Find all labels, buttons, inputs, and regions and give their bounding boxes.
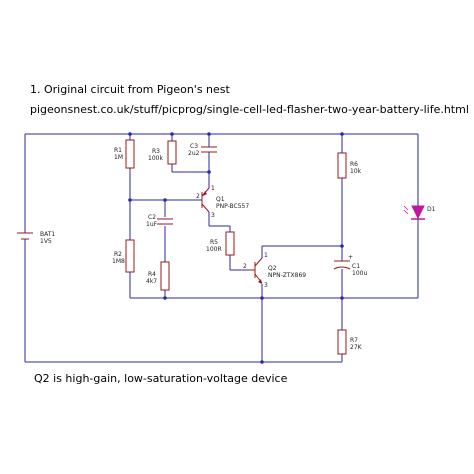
q1-pin-base: 2 (196, 193, 200, 200)
r4-value: 4k7 (146, 278, 157, 285)
junction-dot (340, 296, 344, 300)
resistor-r7: R7 27K (337, 329, 363, 355)
resistor-r2: R2 1M8 (112, 239, 135, 273)
q2-value: NPN-ZTX869 (268, 272, 306, 279)
transistor-q2: 2 1 3 Q2 NPN-ZTX869 (243, 252, 306, 289)
r7-value: 27K (350, 344, 363, 351)
r5-value: 100R (206, 246, 222, 253)
q2-pin-base: 2 (243, 263, 247, 270)
junction-dot (340, 244, 344, 248)
c3-value: 2u2 (188, 150, 200, 157)
device-note: Q2 is high-gain, low-saturation-voltage … (34, 372, 288, 385)
c2-value: 1uF (146, 221, 158, 228)
r6-ref: R6 (350, 161, 358, 168)
r3-ref: R3 (152, 148, 160, 155)
r1-value: 1M (114, 154, 123, 161)
c1-value: 100u (352, 270, 367, 277)
c2-ref: C2 (148, 214, 156, 221)
q1-pin-collector: 3 (211, 212, 215, 219)
r7-ref: R7 (350, 337, 358, 344)
q2-ref: Q2 (268, 265, 277, 272)
junctions (128, 132, 344, 364)
r5-ref: R5 (210, 239, 218, 246)
c1-plus: + (348, 254, 353, 261)
capacitor-c3: C3 2u2 (188, 143, 217, 160)
junction-dot (207, 170, 211, 174)
resistor-r1: R1 1M (114, 139, 135, 169)
junction-dot (163, 296, 167, 300)
resistor-r4: R4 4k7 (146, 261, 170, 291)
bat1-ref: BAT1 (40, 231, 55, 238)
junction-dot (260, 296, 264, 300)
d1-ref: D1 (427, 206, 436, 213)
q1-value: PNP-BC557 (216, 203, 249, 210)
q2-pin-collector: 1 (264, 252, 268, 259)
q1-pin-emitter: 1 (211, 185, 215, 192)
junction-dot (207, 132, 211, 136)
page-title: 1. Original circuit from Pigeon's nest (30, 83, 230, 96)
c1-ref: C1 (352, 263, 360, 270)
capacitor-c1: + C1 100u (333, 254, 367, 277)
c3-ref: C3 (190, 143, 198, 150)
battery-bat1: BAT1 1V5 (17, 229, 55, 246)
junction-dot (128, 198, 132, 202)
source-url: pigeonsnest.co.uk/stuff/picprog/single-c… (30, 103, 469, 116)
q1-ref: Q1 (216, 196, 225, 203)
r6-value: 10k (350, 168, 362, 175)
r2-ref: R2 (114, 251, 122, 258)
transistor-q1: 2 1 3 Q1 PNP-BC557 (195, 185, 249, 219)
junction-dot (260, 360, 264, 364)
bat1-value: 1V5 (40, 238, 52, 245)
q2-pin-emitter: 3 (264, 282, 268, 289)
junction-dot (340, 132, 344, 136)
junction-dot (163, 198, 167, 202)
capacitor-c2: C2 1uF (146, 214, 173, 228)
r3-value: 100k (148, 155, 163, 162)
r4-ref: R4 (148, 271, 156, 278)
resistor-r3: R3 100k (148, 140, 177, 165)
junction-dot (170, 132, 174, 136)
resistor-r6: R6 10k (337, 152, 362, 179)
resistor-r5: R5 100R (206, 231, 235, 256)
r1-ref: R1 (114, 147, 122, 154)
junction-dot (128, 132, 132, 136)
led-d1: D1 (403, 205, 436, 224)
r2-value: 1M8 (112, 258, 125, 265)
